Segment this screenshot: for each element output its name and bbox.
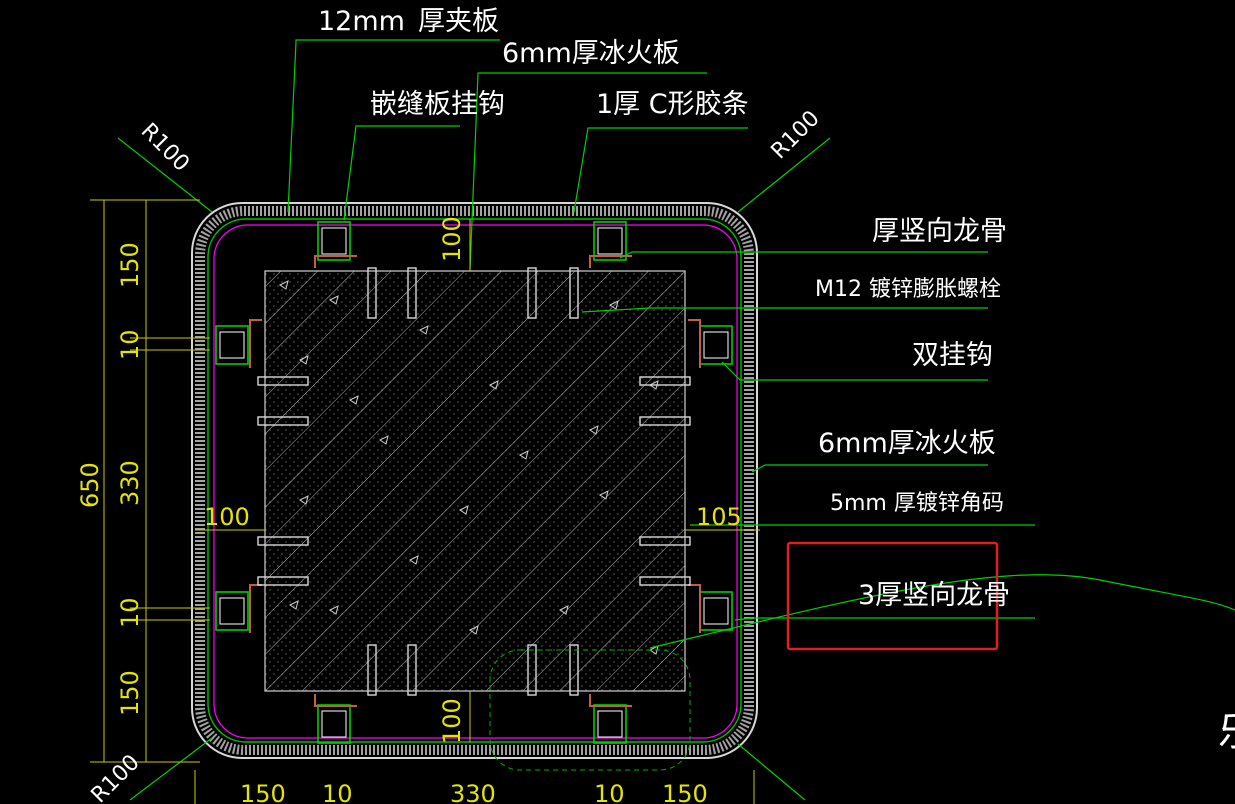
highlight-box [786, 541, 999, 651]
label-fireproof-board-right: 6mm厚冰火板 [818, 428, 996, 459]
dim-left-seg-1: 150 [116, 242, 144, 288]
angle-codes [249, 255, 701, 707]
edge-glyph: 乐 [1218, 709, 1235, 755]
dim-bottom-seg-4: 10 [594, 780, 625, 804]
label-angle-code: 5mm 厚镀锌角码 [830, 491, 1004, 516]
dim-gap-left: 100 [204, 503, 250, 531]
label-caulk-hook: 嵌缝板挂钩 [370, 89, 505, 120]
dim-left-seg-3: 330 [116, 460, 144, 506]
label-clip-board-thickness: 12mm [318, 6, 405, 37]
dim-left-seg-4: 10 [116, 597, 144, 628]
dim-bottom-seg-2: 10 [322, 780, 353, 804]
dim-left-seg-5: 150 [116, 670, 144, 716]
cladding [191, 202, 758, 759]
concrete-column [264, 270, 686, 692]
label-m12-bolt: M12 镀锌膨胀螺栓 [815, 277, 1001, 302]
dim-bottom-seg-1: 150 [240, 780, 286, 804]
dim-left-seg-2: 10 [116, 329, 144, 360]
label-vertical-keel-3mm: 3厚竖向龙骨 [858, 580, 1010, 611]
dim-left-total: 650 [76, 462, 104, 508]
label-clip-board: 厚夹板 [418, 6, 499, 37]
label-fireproof-board-top: 6mm厚冰火板 [502, 38, 680, 69]
dim-gap-bottom: 100 [438, 698, 466, 744]
dimension-lines [90, 199, 760, 804]
label-double-hook: 双挂钩 [912, 340, 993, 371]
dim-gap-right: 105 [696, 503, 742, 531]
dim-gap-top: 100 [438, 216, 466, 262]
label-c-strip: 1厚 C形胶条 [596, 89, 749, 120]
dim-bottom-seg-3: 330 [450, 780, 496, 804]
detail-outline [489, 649, 691, 771]
steel-brackets [215, 221, 733, 744]
anchor-bolts [257, 267, 691, 696]
radius-label-top-left: R100 [136, 119, 194, 177]
label-vertical-keel-top: 厚竖向龙骨 [872, 216, 1007, 247]
radius-label-top-right: R100 [767, 106, 825, 164]
dim-bottom-seg-5: 150 [662, 780, 708, 804]
